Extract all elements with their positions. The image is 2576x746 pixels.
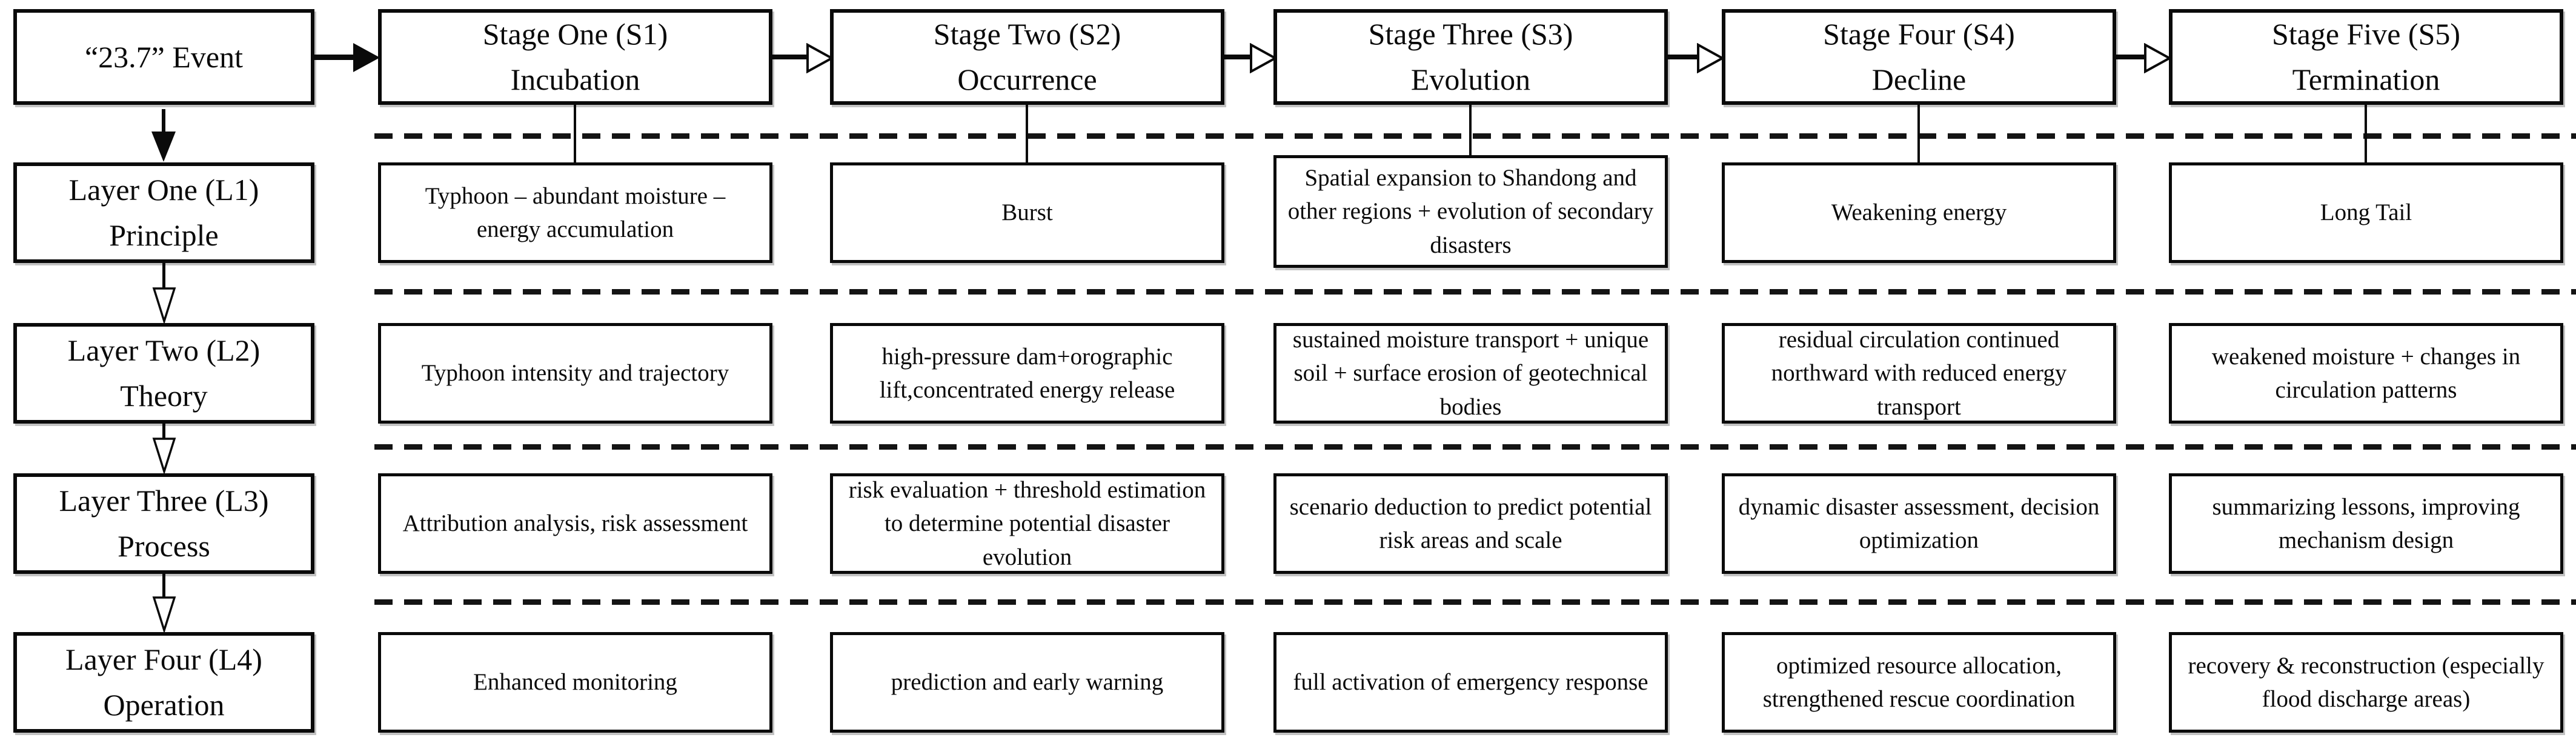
- stage-subtitle: Evolution: [1410, 62, 1531, 96]
- cell-l2-s4: residual circulation continued northward…: [1722, 323, 2116, 424]
- layer-subtitle: Theory: [120, 379, 208, 413]
- arrow-right-icon: [1697, 43, 1724, 73]
- arrow-right-icon: [353, 43, 380, 72]
- event-box: “23.7” Event: [13, 9, 314, 105]
- arrow-shaft: [162, 424, 165, 439]
- layer-title: Layer Four (L4): [65, 642, 262, 676]
- cell-l3-s1: Attribution analysis, risk assessment: [378, 473, 772, 574]
- cell-l3-s3: scenario deduction to predict potential …: [1273, 473, 1668, 574]
- stage-subtitle: Incubation: [510, 62, 640, 96]
- arrow-right-icon: [2144, 43, 2171, 73]
- arrow-down-icon: [151, 132, 176, 162]
- cell-l3-s5: summarizing lessons, improving mechanism…: [2169, 473, 2563, 574]
- connector-line-s3: [1469, 105, 1472, 155]
- arrow-down-icon: [152, 438, 176, 473]
- cell-l2-s5: weakened moisture + changes in circulati…: [2169, 323, 2563, 424]
- cell-l2-s2: high-pressure dam+orographic lift,concen…: [830, 323, 1224, 424]
- arrow-down-icon: [152, 287, 176, 323]
- arrow-shaft: [2116, 55, 2148, 59]
- connector-line-s1: [574, 105, 576, 162]
- arrow-shaft: [162, 263, 165, 289]
- cell-l4-s4: optimized resource allocation, strengthe…: [1722, 632, 2116, 733]
- arrow-right-icon: [806, 43, 834, 73]
- stage-title: Stage Four (S4): [1823, 17, 2015, 51]
- arrow-shaft: [1224, 55, 1254, 59]
- stage-title: Stage Two (S2): [933, 17, 1121, 51]
- arrow-right-icon: [1250, 43, 1277, 73]
- stage-title: Stage One (S1): [482, 17, 668, 51]
- cell-l1-s1: Typhoon – abundant moisture – energy acc…: [378, 162, 772, 263]
- dashed-separator-2: [374, 289, 2576, 295]
- cell-l1-s5: Long Tail: [2169, 162, 2563, 263]
- dashed-separator-3: [374, 444, 2576, 450]
- cell-l4-s1: Enhanced monitoring: [378, 632, 772, 733]
- dashed-separator-4: [374, 599, 2576, 605]
- cell-l1-s2: Burst: [830, 162, 1224, 263]
- layer-title: Layer One (L1): [68, 173, 259, 207]
- arrow-shaft: [772, 55, 811, 59]
- cell-l4-s3: full activation of emergency response: [1273, 632, 1668, 733]
- cell-l2-s1: Typhoon intensity and trajectory: [378, 323, 772, 424]
- layer-box-l2: Layer Two (L2) Theory: [13, 323, 314, 424]
- cell-l3-s4: dynamic disaster assessment, decision op…: [1722, 473, 2116, 574]
- connector-line-s2: [1026, 105, 1028, 162]
- stage-subtitle: Decline: [1871, 62, 1967, 96]
- layer-title: Layer Two (L2): [67, 333, 261, 367]
- stage-header-s3: Stage Three (S3) Evolution: [1273, 9, 1668, 105]
- stage-header-s4: Stage Four (S4) Decline: [1722, 9, 2116, 105]
- cell-l2-s3: sustained moisture transport + unique so…: [1273, 323, 1668, 424]
- arrow-shaft: [1668, 55, 1701, 59]
- arrow-down-icon: [152, 596, 176, 632]
- connector-line-s4: [1917, 105, 1920, 162]
- layer-box-l1: Layer One (L1) Principle: [13, 162, 314, 263]
- cell-l4-s5: recovery & reconstruction (especially fl…: [2169, 632, 2563, 733]
- arrow-shaft: [162, 574, 165, 598]
- layer-subtitle: Process: [118, 529, 210, 563]
- cell-l1-s4: Weakening energy: [1722, 162, 2116, 263]
- layer-title: Layer Three (L3): [59, 484, 269, 518]
- event-label: “23.7” Event: [84, 39, 243, 74]
- connector-line-s5: [2365, 105, 2367, 162]
- arrow-shaft: [314, 55, 357, 60]
- stage-header-s2: Stage Two (S2) Occurrence: [830, 9, 1224, 105]
- stage-subtitle: Termination: [2292, 62, 2440, 96]
- cell-l1-s3: Spatial expansion to Shandong and other …: [1273, 155, 1668, 268]
- stage-header-s1: Stage One (S1) Incubation: [378, 9, 772, 105]
- stage-subtitle: Occurrence: [957, 62, 1097, 96]
- layer-box-l4: Layer Four (L4) Operation: [13, 632, 314, 733]
- dashed-separator-1: [374, 133, 2576, 139]
- stage-title: Stage Five (S5): [2271, 17, 2461, 51]
- arrow-shaft: [162, 109, 165, 135]
- stage-header-s5: Stage Five (S5) Termination: [2169, 9, 2563, 105]
- cell-l4-s2: prediction and early warning: [830, 632, 1224, 733]
- layer-subtitle: Principle: [109, 218, 219, 252]
- cell-l3-s2: risk evaluation + threshold estimation t…: [830, 473, 1224, 574]
- layer-subtitle: Operation: [103, 688, 225, 722]
- layer-box-l3: Layer Three (L3) Process: [13, 473, 314, 574]
- stage-title: Stage Three (S3): [1368, 17, 1573, 51]
